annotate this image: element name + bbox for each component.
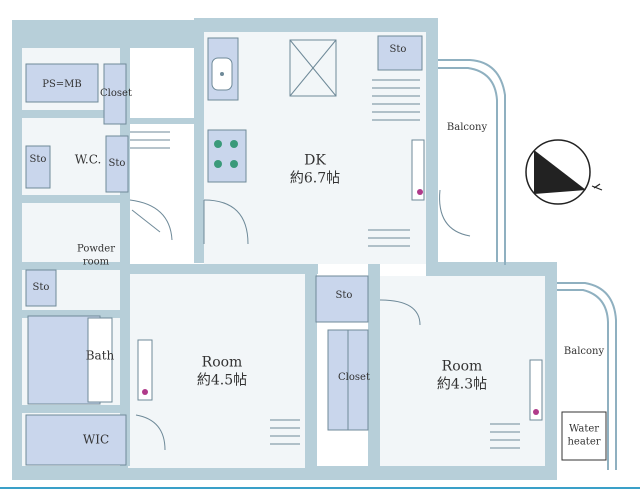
floor-hatching <box>130 79 520 449</box>
label-balcony-right: Balcony <box>563 345 605 357</box>
label-balcony-top: Balcony <box>446 121 488 133</box>
room-name: DK <box>304 152 326 169</box>
label-closet-mid: Closet <box>338 371 370 383</box>
label-bath: Bath <box>85 348 115 363</box>
balcony-right <box>557 282 617 470</box>
outer-walls <box>12 18 557 480</box>
label-sto-mid: Sto <box>335 289 353 301</box>
balcony-top <box>438 59 506 265</box>
kitchen-sink-icon <box>211 57 233 91</box>
label-closet-top: Closet <box>100 87 132 99</box>
room-right: Room 約4.3帖 <box>437 359 487 394</box>
room-name: Room <box>201 354 243 371</box>
label-line: heater <box>567 436 601 447</box>
label-powder-room: Powder room <box>77 244 115 269</box>
room-size: 約4.5帖 <box>196 372 248 388</box>
label-ps-mb: PS=MB <box>42 78 82 90</box>
label-sto-powder: Sto <box>32 281 50 293</box>
stove-burner-icon <box>214 140 238 168</box>
label-line: Water <box>568 423 600 435</box>
room-size: 約4.3帖 <box>436 376 488 392</box>
door-swing-icon <box>129 189 471 451</box>
compass-north-icon <box>514 130 626 214</box>
label-sto-wc-right: Sto <box>108 157 126 169</box>
room-name: Room <box>441 358 483 375</box>
room-dk: DK 約6.7帖 <box>290 153 340 188</box>
label-wic: WIC <box>82 432 110 447</box>
label-sto-wc-left: Sto <box>29 153 47 165</box>
label-line: Powder <box>76 243 116 255</box>
outlet-icon <box>142 189 539 415</box>
room-size: 約6.7帖 <box>289 170 341 186</box>
label-sto-dk: Sto <box>389 43 407 55</box>
label-line: room <box>82 256 110 267</box>
interior-walls <box>22 48 380 468</box>
room-left: Room 約4.5帖 <box>197 355 247 390</box>
closet-lines <box>289 39 349 430</box>
wall-fixtures <box>87 139 543 421</box>
label-wc: W.C. <box>74 152 102 167</box>
label-water-heater: Water heater <box>567 424 600 449</box>
water-heater-box <box>561 411 607 461</box>
